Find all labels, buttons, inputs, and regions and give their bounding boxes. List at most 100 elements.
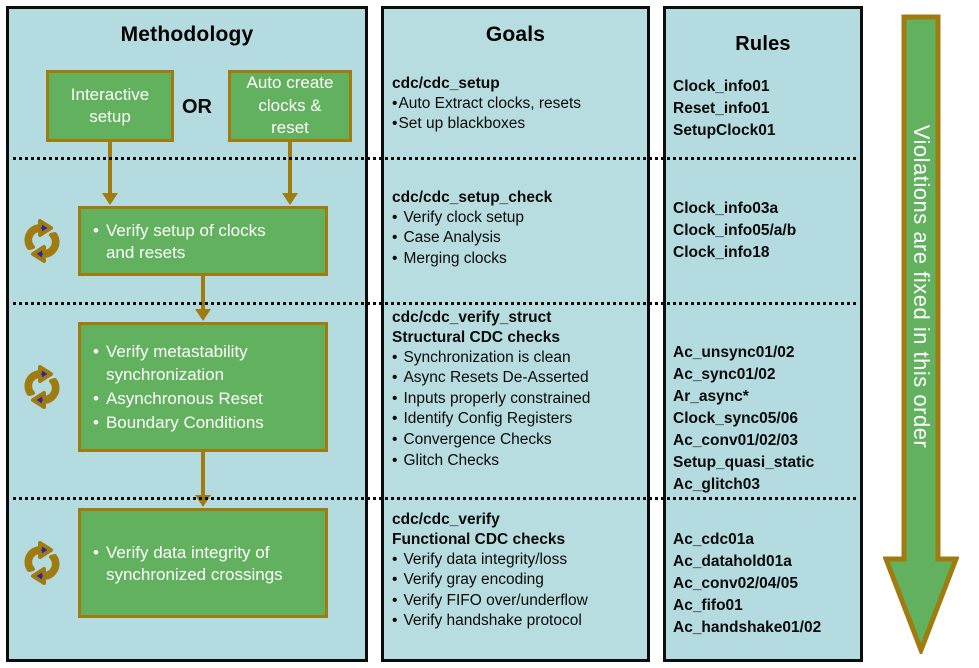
goals-item-label: Inputs properly constrained [403, 389, 591, 407]
box-verify-setup[interactable]: • Verify setup of clocks and resets [78, 206, 328, 276]
box-interactive-setup[interactable]: Interactive setup [46, 70, 174, 142]
column-title-rules: Rules [735, 33, 791, 55]
bullet-dot: • [93, 220, 99, 240]
column-title-goals: Goals [485, 23, 546, 46]
bullet-dot: • [392, 208, 398, 226]
goals-item: • Case Analysis [392, 228, 552, 249]
goals-item: • Verify clock setup [392, 208, 552, 229]
goals-item: • Verify FIFO over/underflow [392, 591, 588, 612]
box-auto-create-clocks-reset[interactable]: Auto create clocks & reset [228, 70, 352, 142]
bullet-dot: • [392, 94, 398, 112]
rule-item: Ac_conv02/04/05 [673, 575, 798, 592]
bullet-dot: • [392, 410, 398, 428]
bullet-dot: • [93, 413, 99, 433]
goals-item-label: Verify handshake protocol [403, 612, 582, 630]
goals-item-label: Verify FIFO over/underflow [403, 591, 588, 609]
goals-item: • Verify handshake protocol [392, 611, 588, 632]
rule-item: Ac_unsync01/02 [673, 344, 795, 361]
goals-item-label: Async Resets De-Asserted [403, 369, 589, 387]
connector-arrow-4 [195, 452, 211, 507]
bullet-item: • Verify metastability synchronization [93, 341, 315, 386]
goals-header: cdc/cdc_setup [392, 75, 500, 92]
bullet-dot: • [392, 369, 398, 387]
goals-item-label: Synchronization is clean [403, 348, 571, 366]
bullet-dot: • [392, 348, 398, 366]
rule-item: Ac_cdc01a [673, 531, 755, 548]
rule-item: Ac_fifo01 [673, 597, 743, 614]
rule-item: Clock_sync05/06 [673, 410, 798, 427]
down-arrow-icon [882, 14, 960, 657]
box-verify-setup-label: Verify setup of clocks and resets [105, 220, 266, 262]
column-goals: Goals [381, 6, 650, 662]
box-verify-metastability[interactable]: • Verify metastability synchronization •… [78, 322, 328, 452]
bullet-dot: • [392, 591, 398, 609]
goals-item-label: Verify clock setup [403, 208, 525, 226]
metastability-line-3: Boundary Conditions [105, 413, 264, 433]
row-divider-3 [6, 497, 863, 500]
rule-item: Ac_handshake01/02 [673, 619, 822, 636]
row-divider-2 [6, 302, 863, 305]
bullet-dot: • [392, 229, 398, 247]
recycle-loop-icon [18, 217, 66, 265]
metastability-line-1: Verify metastability synchronization [105, 342, 248, 384]
rule-item: Ar_async* [673, 388, 749, 405]
rules-section-verify-struct: Ac_unsync01/02 Ac_sync01/02 Ar_async* Cl… [673, 342, 814, 496]
goals-item-label: Verify gray encoding [403, 571, 544, 589]
goals-item-label: Verify data integrity/loss [403, 550, 568, 568]
recycle-loop-icon [18, 539, 66, 587]
bullet-dot: • [93, 389, 99, 408]
box-interactive-setup-label: Interactive setup [70, 84, 150, 126]
bullet-dot: • [392, 550, 398, 568]
metastability-line-2: Asynchronous Reset [105, 389, 263, 408]
or-label: OR [182, 96, 212, 118]
goals-item: • Merging clocks [392, 249, 552, 270]
rules-section-verify: Ac_cdc01a Ac_datahold01a Ac_conv02/04/05… [673, 529, 821, 639]
rule-item: Ac_conv01/02/03 [673, 432, 798, 449]
goals-header: cdc/cdc_verify Functional CDC checks [392, 511, 566, 548]
bullet-dot: • [392, 115, 398, 133]
recycle-loop-icon [18, 363, 66, 411]
box-verify-data-integrity[interactable]: • Verify data integrity of synchronized … [78, 508, 328, 618]
connector-arrow-1 [102, 142, 118, 205]
goals-item: • Identify Config Registers [392, 409, 590, 430]
connector-arrow-2 [282, 142, 298, 205]
goals-item-label: Glitch Checks [403, 451, 500, 469]
bullet-dot: • [392, 612, 398, 630]
rule-item: Clock_info18 [673, 244, 770, 261]
box-verify-data-integrity-label: Verify data integrity of synchronized cr… [105, 542, 283, 584]
goals-item: • Async Resets De-Asserted [392, 368, 590, 389]
rules-section-setup-check: Clock_info03a Clock_info05/a/b Clock_inf… [673, 198, 796, 264]
goals-section-setup-check: cdc/cdc_setup_check • Verify clock setup… [392, 188, 552, 270]
bullet-dot: • [392, 451, 398, 469]
goals-section-setup: cdc/cdc_setup • Auto Extract clocks, res… [392, 74, 581, 135]
goals-header: cdc/cdc_verify_struct Structural CDC che… [392, 309, 560, 346]
goals-item-label: Convergence Checks [403, 431, 552, 449]
goals-item: • Auto Extract clocks, resets [392, 94, 581, 115]
rule-item: Setup_quasi_static [673, 454, 815, 471]
goals-item: • Verify gray encoding [392, 570, 588, 591]
column-title-methodology: Methodology [120, 23, 254, 46]
goals-item: • Convergence Checks [392, 430, 590, 451]
rule-item: Reset_info01 [673, 100, 770, 117]
bullet-item: • Verify data integrity of synchronized … [93, 542, 315, 587]
goals-item: • Glitch Checks [392, 451, 590, 472]
goals-item: • Set up blackboxes [392, 114, 581, 135]
box-auto-create-label: Auto create clocks & reset [246, 73, 334, 138]
bullet-item: • Asynchronous Reset [93, 388, 315, 410]
rule-item: Clock_info01 [673, 78, 770, 95]
goals-item: • Inputs properly constrained [392, 389, 590, 410]
goals-item-label: Case Analysis [403, 229, 501, 247]
violations-order-arrow: Violations are fixed in this order [882, 14, 960, 657]
rule-item: Ac_datahold01a [673, 553, 792, 570]
goals-header: cdc/cdc_setup_check [392, 189, 553, 206]
goals-item: • Synchronization is clean [392, 348, 590, 369]
bullet-dot: • [93, 342, 99, 362]
rule-item: Clock_info05/a/b [673, 222, 797, 239]
goals-item: • Verify data integrity/loss [392, 550, 588, 571]
bullet-dot: • [392, 250, 398, 268]
bullet-dot: • [392, 571, 398, 589]
goals-item-label: Set up blackboxes [398, 115, 526, 133]
rule-item: SetupClock01 [673, 122, 776, 139]
goals-item-label: Identify Config Registers [403, 410, 573, 428]
bullet-item: • Boundary Conditions [93, 412, 315, 434]
